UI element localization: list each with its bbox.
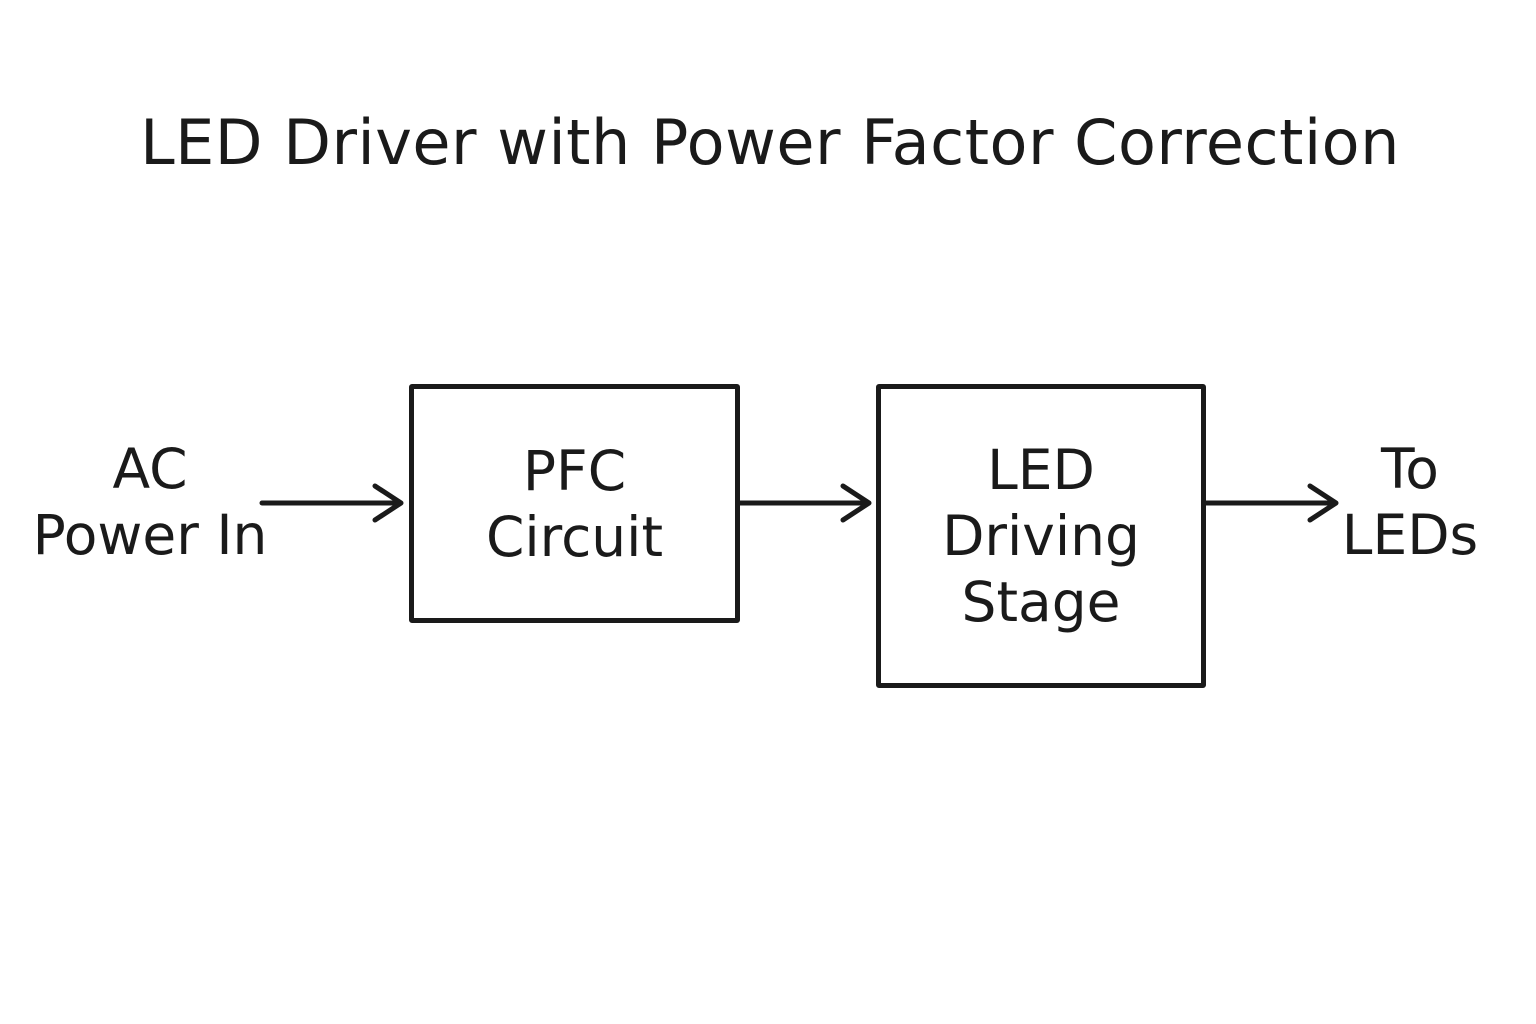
arrow-pfc-to-driver <box>737 483 872 523</box>
block-label-line: Circuit <box>485 504 664 569</box>
output-label-line: LEDs <box>1341 503 1479 567</box>
input-label-line: AC <box>112 437 188 501</box>
arrow-driver-to-leds <box>1203 483 1339 523</box>
output-label-line: To <box>1381 437 1439 501</box>
block-label-line: PFC <box>522 438 627 503</box>
input-label: AC Power In <box>30 436 270 568</box>
output-label: To LEDs <box>1330 436 1490 568</box>
block-label-line: LED <box>987 438 1095 502</box>
block-label-line: Driving <box>942 504 1140 568</box>
pfc-circuit-block: PFC Circuit <box>409 384 740 623</box>
diagram-title: LED Driver with Power Factor Correction <box>140 106 1400 179</box>
arrow-input-to-pfc <box>259 483 404 523</box>
input-label-line: Power In <box>32 503 268 567</box>
block-label-line: Stage <box>961 570 1121 634</box>
led-driving-stage-block: LED Driving Stage <box>876 384 1206 688</box>
